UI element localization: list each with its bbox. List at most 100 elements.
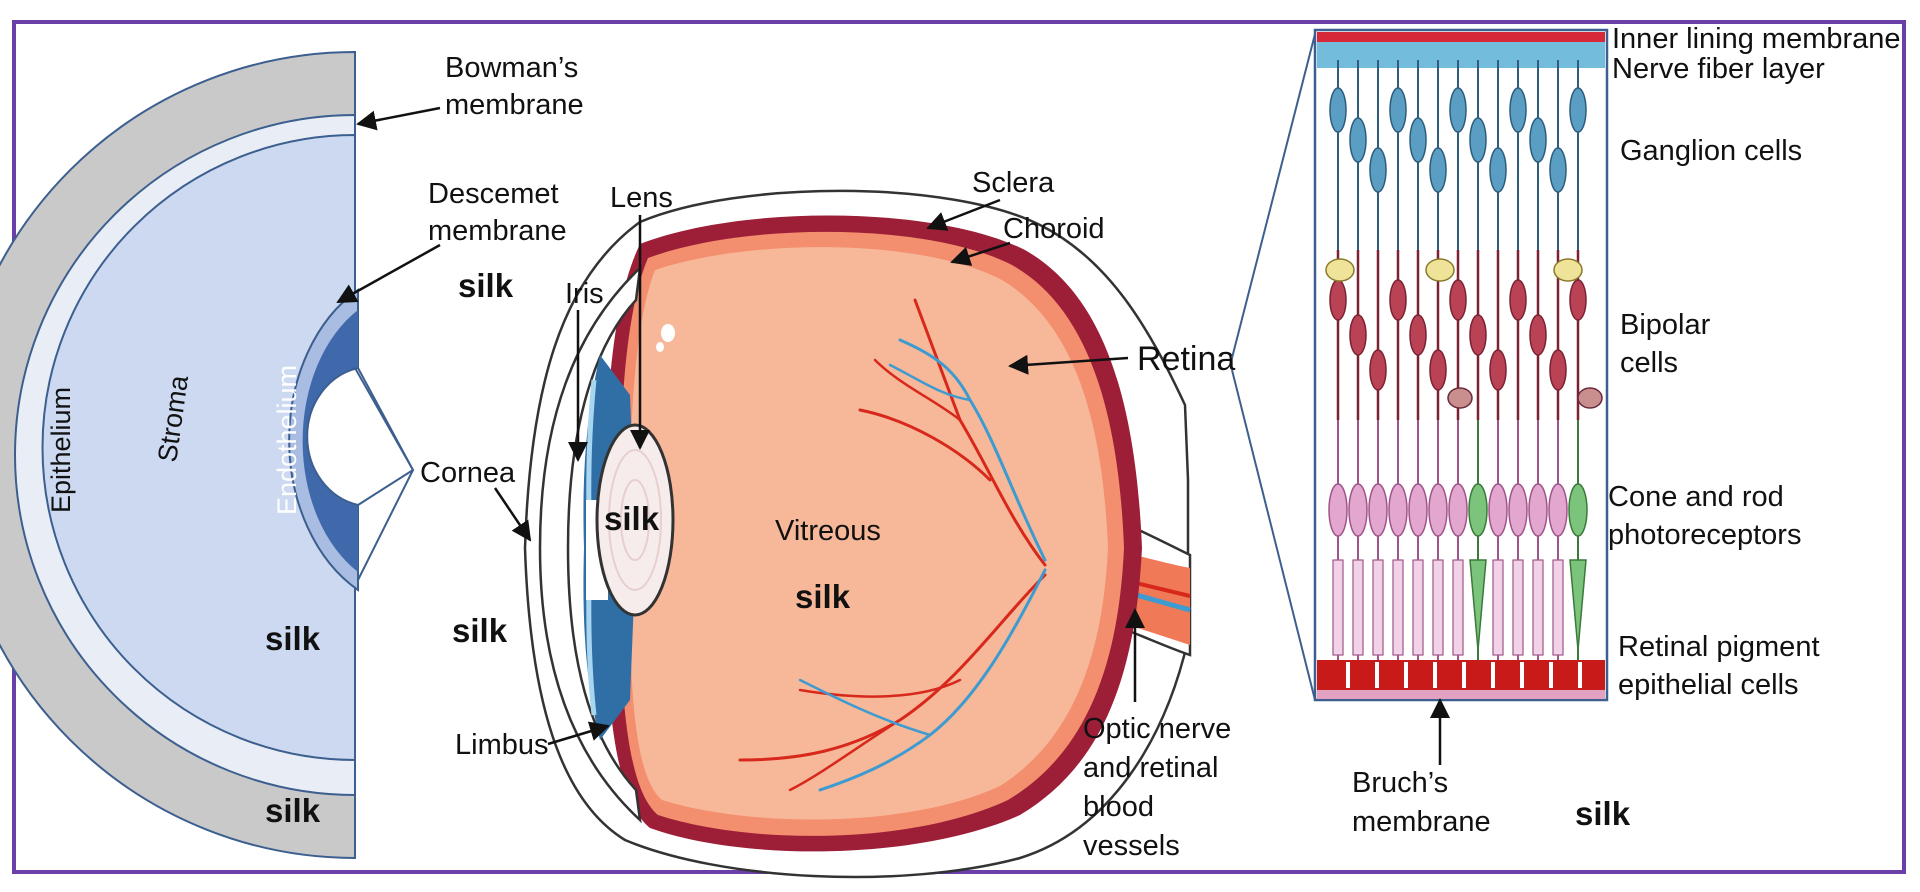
rod-outer-segment (1512, 559, 1524, 656)
rod-outer-segment (1412, 559, 1424, 656)
rod-cell (1448, 483, 1468, 537)
cornea-pointer (493, 487, 532, 542)
retina-layers-panel: Inner lining membrane Nerve fiber layer … (1313, 23, 1901, 838)
rod-cell (1428, 483, 1448, 537)
bowman-pointer (356, 106, 441, 131)
stroma-layer (41, 133, 356, 762)
cornea-cross-section: Epithelium Stroma Endothelium Bowman’s m… (0, 50, 584, 860)
optic-label-line4: vessels (1083, 830, 1180, 862)
choroid-pointer (950, 241, 1011, 266)
ganglion-cell (1389, 87, 1407, 133)
rod-outer-segment (1452, 559, 1464, 656)
rpe-cell-divider (1520, 662, 1524, 688)
ganglion-cell (1369, 147, 1387, 193)
silk-retina: silk (1575, 795, 1631, 832)
sclera-pointer (926, 198, 1001, 231)
amacrine-cell (1425, 258, 1455, 282)
cone-outer-segment (1469, 559, 1487, 651)
endothelium-label: Endothelium (272, 365, 302, 515)
nerve-fiber-layer (1317, 42, 1605, 68)
rpe-cell-divider (1491, 662, 1495, 688)
eye-cross-section: Lens Iris Cornea Limbus Sclera Choroid R… (420, 167, 1235, 879)
rod-cell (1408, 483, 1428, 537)
bowman-label-line1: Bowman’s (445, 52, 578, 84)
nerve-fiber-label: Nerve fiber layer (1612, 53, 1825, 85)
rod-outer-segment (1332, 559, 1344, 656)
ganglion-cell (1349, 117, 1367, 163)
silk-descemet: silk (458, 267, 514, 304)
lens-label: Lens (610, 182, 673, 214)
bipolar-cell (1469, 314, 1487, 356)
bipolar-cell (1369, 349, 1387, 391)
ganglion-cell (1569, 87, 1587, 133)
descemet-label-line1: Descemet (428, 178, 559, 210)
rod-cell (1548, 483, 1568, 537)
ganglion-cell (1489, 147, 1507, 193)
descemet-pointer (336, 243, 441, 304)
bipolar-cell (1349, 314, 1367, 356)
inner-lining-label: Inner lining membrane (1612, 23, 1901, 55)
rod-outer-segment (1532, 559, 1544, 656)
rod-outer-segment (1352, 559, 1364, 656)
bipolar-cell (1389, 279, 1407, 321)
retinal-pigment-epithelium (1317, 660, 1605, 690)
bruchs-membrane (1317, 690, 1605, 699)
silk-vitreous: silk (795, 578, 851, 615)
horizontal-cell (1447, 387, 1473, 409)
ganglion-cell (1469, 117, 1487, 163)
ganglion-cell (1429, 147, 1447, 193)
silk-epithelium: silk (265, 792, 321, 829)
vitreous (629, 247, 1108, 820)
bruch-label-line1: Bruch’s (1352, 767, 1448, 799)
ganglion-label: Ganglion cells (1620, 135, 1802, 167)
bipolar-cell (1569, 279, 1587, 321)
limbus-pointer (547, 721, 610, 746)
bipolar-label-line2: cells (1620, 347, 1678, 379)
inner-lining-membrane (1317, 32, 1605, 42)
rpe-cell-divider (1433, 662, 1437, 688)
retina-pointer (1008, 354, 1129, 375)
bipolar-cell (1409, 314, 1427, 356)
retinal-vessels (738, 298, 1047, 792)
rod-cell (1388, 483, 1408, 537)
ganglion-cell (1549, 147, 1567, 193)
rpe-cell-divider (1578, 662, 1582, 688)
cone-cell (1468, 483, 1488, 537)
ganglion-cell (1329, 87, 1347, 133)
cornea-cutout (306, 366, 415, 507)
rpe-cell-divider (1346, 662, 1350, 688)
rpe-cell-divider (1549, 662, 1553, 688)
rod-cell (1368, 483, 1388, 537)
bipolar-label-line1: Bipolar (1620, 309, 1711, 341)
silk-stroma: silk (265, 620, 321, 657)
epithelium-label: Epithelium (46, 387, 76, 513)
bipolar-cell (1549, 349, 1567, 391)
bipolar-cell (1449, 279, 1467, 321)
rod-cell (1508, 483, 1528, 537)
ganglion-cell (1509, 87, 1527, 133)
silk-lens: silk (604, 500, 660, 537)
rod-outer-segment (1552, 559, 1564, 656)
ganglion-cell (1529, 117, 1547, 163)
rpe-label-line2: epithelial cells (1618, 669, 1799, 701)
optic-label-line2: and retinal (1083, 752, 1218, 784)
descemet-label-line2: membrane (428, 215, 567, 247)
bowman-label-line2: membrane (445, 89, 584, 121)
bruch-label-line2: membrane (1352, 806, 1491, 838)
rod-cell (1488, 483, 1508, 537)
optic-label-line3: blood (1083, 791, 1154, 823)
bipolar-cell (1429, 349, 1447, 391)
bipolar-cell (1489, 349, 1507, 391)
rod-outer-segment (1372, 559, 1384, 656)
sclera-label: Sclera (972, 167, 1055, 199)
bipolar-cell (1529, 314, 1547, 356)
rod-cell (1348, 483, 1368, 537)
retinal-cells (1325, 60, 1603, 660)
horizontal-cell (1577, 387, 1603, 409)
photoreceptor-label-line1: Cone and rod (1608, 481, 1784, 513)
rod-cell (1328, 483, 1348, 537)
rod-cell (1528, 483, 1548, 537)
rod-outer-segment (1432, 559, 1444, 656)
